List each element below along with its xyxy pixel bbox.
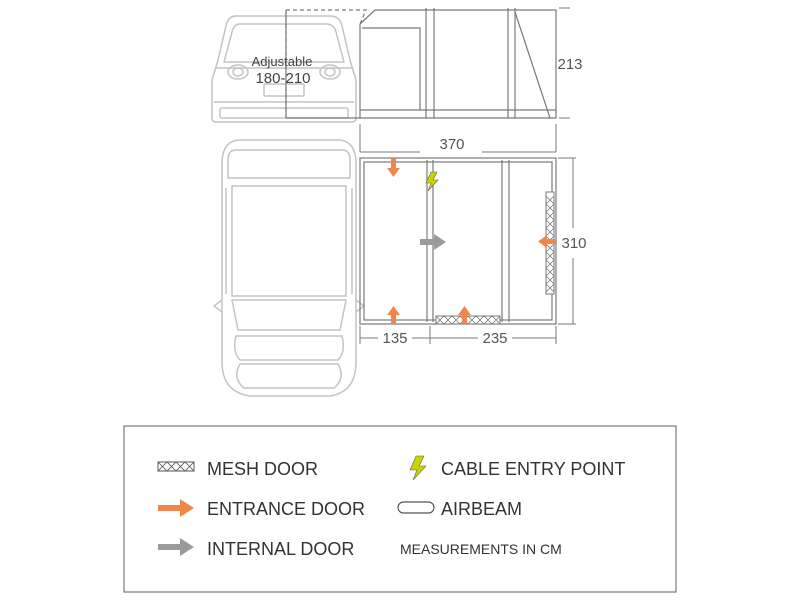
legend-box bbox=[123, 425, 677, 593]
adjustable-value: 180-210 bbox=[255, 70, 310, 87]
airbeam-icon bbox=[397, 501, 435, 514]
left-section-label: 135 bbox=[382, 330, 407, 347]
units-note: MEASUREMENTS IN CM bbox=[400, 541, 562, 557]
legend: MESH DOOR ENTRANCE DOOR INTERNAL DOOR CA… bbox=[123, 425, 677, 593]
right-section-label: 235 bbox=[482, 330, 507, 347]
entrance-arrow-bottom-right bbox=[458, 306, 471, 324]
section-dimensions bbox=[359, 326, 557, 344]
awning-side-view bbox=[285, 8, 557, 119]
internal-door-icon bbox=[158, 538, 194, 556]
width-dimension bbox=[359, 124, 557, 153]
internal-door-arrow bbox=[420, 234, 446, 250]
airbeam-2 bbox=[501, 160, 510, 322]
van-rear-view bbox=[211, 15, 357, 123]
cable-entry-icon bbox=[425, 171, 439, 192]
legend-mesh-door: MESH DOOR bbox=[207, 459, 318, 479]
mesh-door-icon bbox=[157, 461, 195, 472]
entrance-door-icon bbox=[158, 499, 194, 517]
entrance-arrow-bottom-left bbox=[387, 306, 400, 324]
depth-label: 310 bbox=[561, 235, 586, 252]
car-top-view bbox=[212, 139, 366, 397]
legend-cable-icon bbox=[409, 455, 427, 481]
height-label: 213 bbox=[557, 56, 582, 73]
adjustable-label: Adjustable bbox=[252, 54, 313, 69]
total-width-label: 370 bbox=[439, 136, 464, 153]
entrance-arrow-top bbox=[387, 158, 400, 177]
legend-airbeam: AIRBEAM bbox=[441, 499, 522, 519]
height-dimension bbox=[559, 7, 570, 119]
mesh-door-bottom bbox=[435, 315, 501, 325]
legend-internal-door: INTERNAL DOOR bbox=[207, 539, 354, 559]
legend-entrance-door: ENTRANCE DOOR bbox=[207, 499, 365, 519]
legend-cable-entry: CABLE ENTRY POINT bbox=[441, 459, 625, 479]
entrance-arrow-front bbox=[538, 235, 556, 248]
